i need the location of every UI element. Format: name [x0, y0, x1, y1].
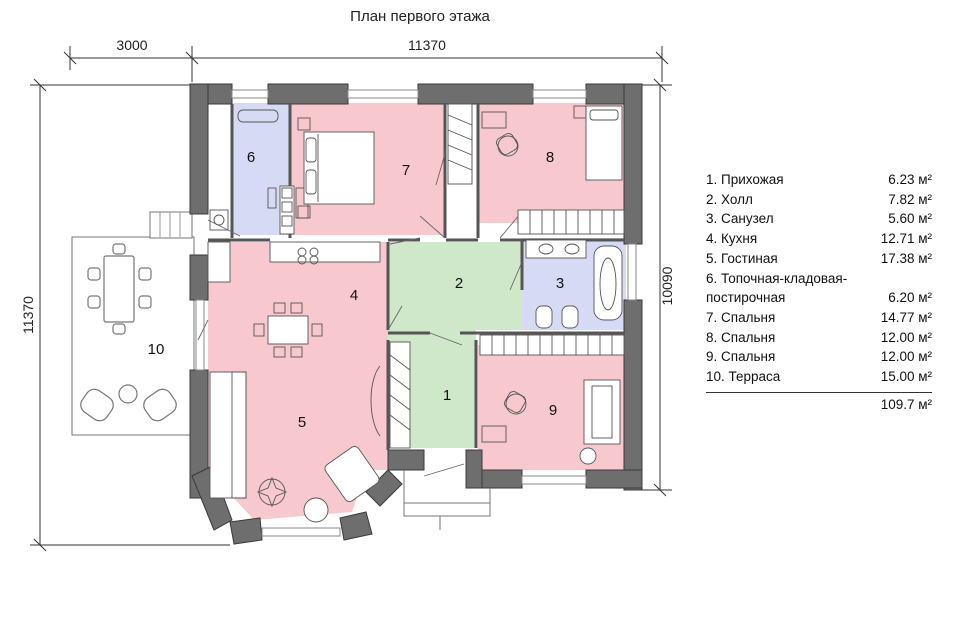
room-number-1: 1 [443, 387, 451, 404]
legend-room-name: 8. Спальня [706, 329, 776, 345]
room-number-9: 9 [549, 402, 557, 419]
legend-row: 10. Терраса 15.00 м² [706, 367, 932, 387]
legend-room-name: 4. Кухня [706, 231, 758, 247]
legend-room-area: 12.71 м² [880, 231, 932, 247]
legend-room-area: 14.77 м² [880, 309, 932, 325]
legend-room-area: 12.00 м² [880, 349, 932, 365]
legend-divider [706, 391, 932, 393]
terrace [71, 211, 195, 436]
room-number-8: 8 [546, 149, 554, 166]
dimension-lines [30, 46, 672, 552]
legend-room-area: 6.20 м² [888, 290, 932, 306]
room-number-7: 7 [402, 162, 410, 179]
walls [189, 83, 643, 545]
legend-row: постирочная 6.20 м² [706, 288, 932, 308]
room-number-10: 10 [148, 341, 165, 358]
legend-total: 109.7 м² [880, 396, 932, 412]
legend-room-area: 12.00 м² [880, 329, 932, 345]
legend-room-area: 7.82 м² [888, 191, 932, 207]
legend-row: 7. Спальня 14.77 м² [706, 308, 932, 328]
legend-room-name: 2. Холл [706, 191, 753, 207]
legend-row: 2. Холл 7.82 м² [706, 190, 932, 210]
legend-room-area: 15.00 м² [880, 369, 932, 385]
legend-room-area: 5.60 м² [888, 211, 932, 227]
room-number-4: 4 [350, 287, 358, 304]
legend-row: 1. Прихожая 6.23 м² [706, 170, 932, 190]
room-numbers: 1 2 3 4 5 6 7 8 9 10 [148, 149, 565, 431]
dim-top-main: 11370 [408, 37, 446, 53]
legend-room-area: 6.23 м² [888, 172, 932, 187]
dim-right-height: 10090 [659, 266, 675, 305]
legend-row: 6. Топочная-кладовая- [706, 269, 932, 289]
legend-row: 3. Санузел 5.60 м² [706, 209, 932, 229]
room-number-5: 5 [298, 414, 306, 431]
legend-room-name: 3. Санузел [706, 211, 774, 227]
legend-row: 4. Кухня 12.71 м² [706, 229, 932, 249]
legend-row: 9. Спальня 12.00 м² [706, 347, 932, 367]
legend-room-name: 1. Прихожая [706, 172, 784, 187]
terrace-dining-set [87, 243, 152, 335]
room-number-3: 3 [556, 275, 564, 292]
legend-room-area: 17.38 м² [880, 250, 932, 266]
room-number-2: 2 [455, 275, 463, 292]
furniture [207, 103, 625, 523]
room-number-6: 6 [247, 149, 255, 166]
entry-steps [403, 470, 491, 517]
plan-title: План первого этажа [350, 8, 490, 25]
legend-room-name: 10. Терраса [706, 369, 781, 385]
legend-room-name: 9. Спальня [706, 349, 776, 365]
legend-row: 8. Спальня 12.00 м² [706, 328, 932, 348]
legend-room-name: 5. Гостиная [706, 250, 778, 266]
legend-row: 5. Гостиная 17.38 м² [706, 249, 932, 269]
legend-rows: 1. Прихожая 6.23 м² 2. Холл 7.82 м² 3. Сануз… [706, 170, 932, 387]
legend-room-name: 6. Топочная-кладовая- [706, 270, 848, 286]
dim-left-height: 11370 [20, 296, 36, 334]
legend-room-name: 7. Спальня [706, 309, 776, 325]
area-legend: 1. Прихожая 6.23 м² 2. Холл 7.82 м² 3. Сануз… [706, 170, 932, 414]
door-swings [197, 149, 523, 530]
dim-top-left: 3000 [116, 37, 147, 53]
terrace-lounge-set [80, 384, 177, 422]
interior-walls [208, 104, 624, 450]
legend-room-name: постирочная [706, 290, 786, 306]
